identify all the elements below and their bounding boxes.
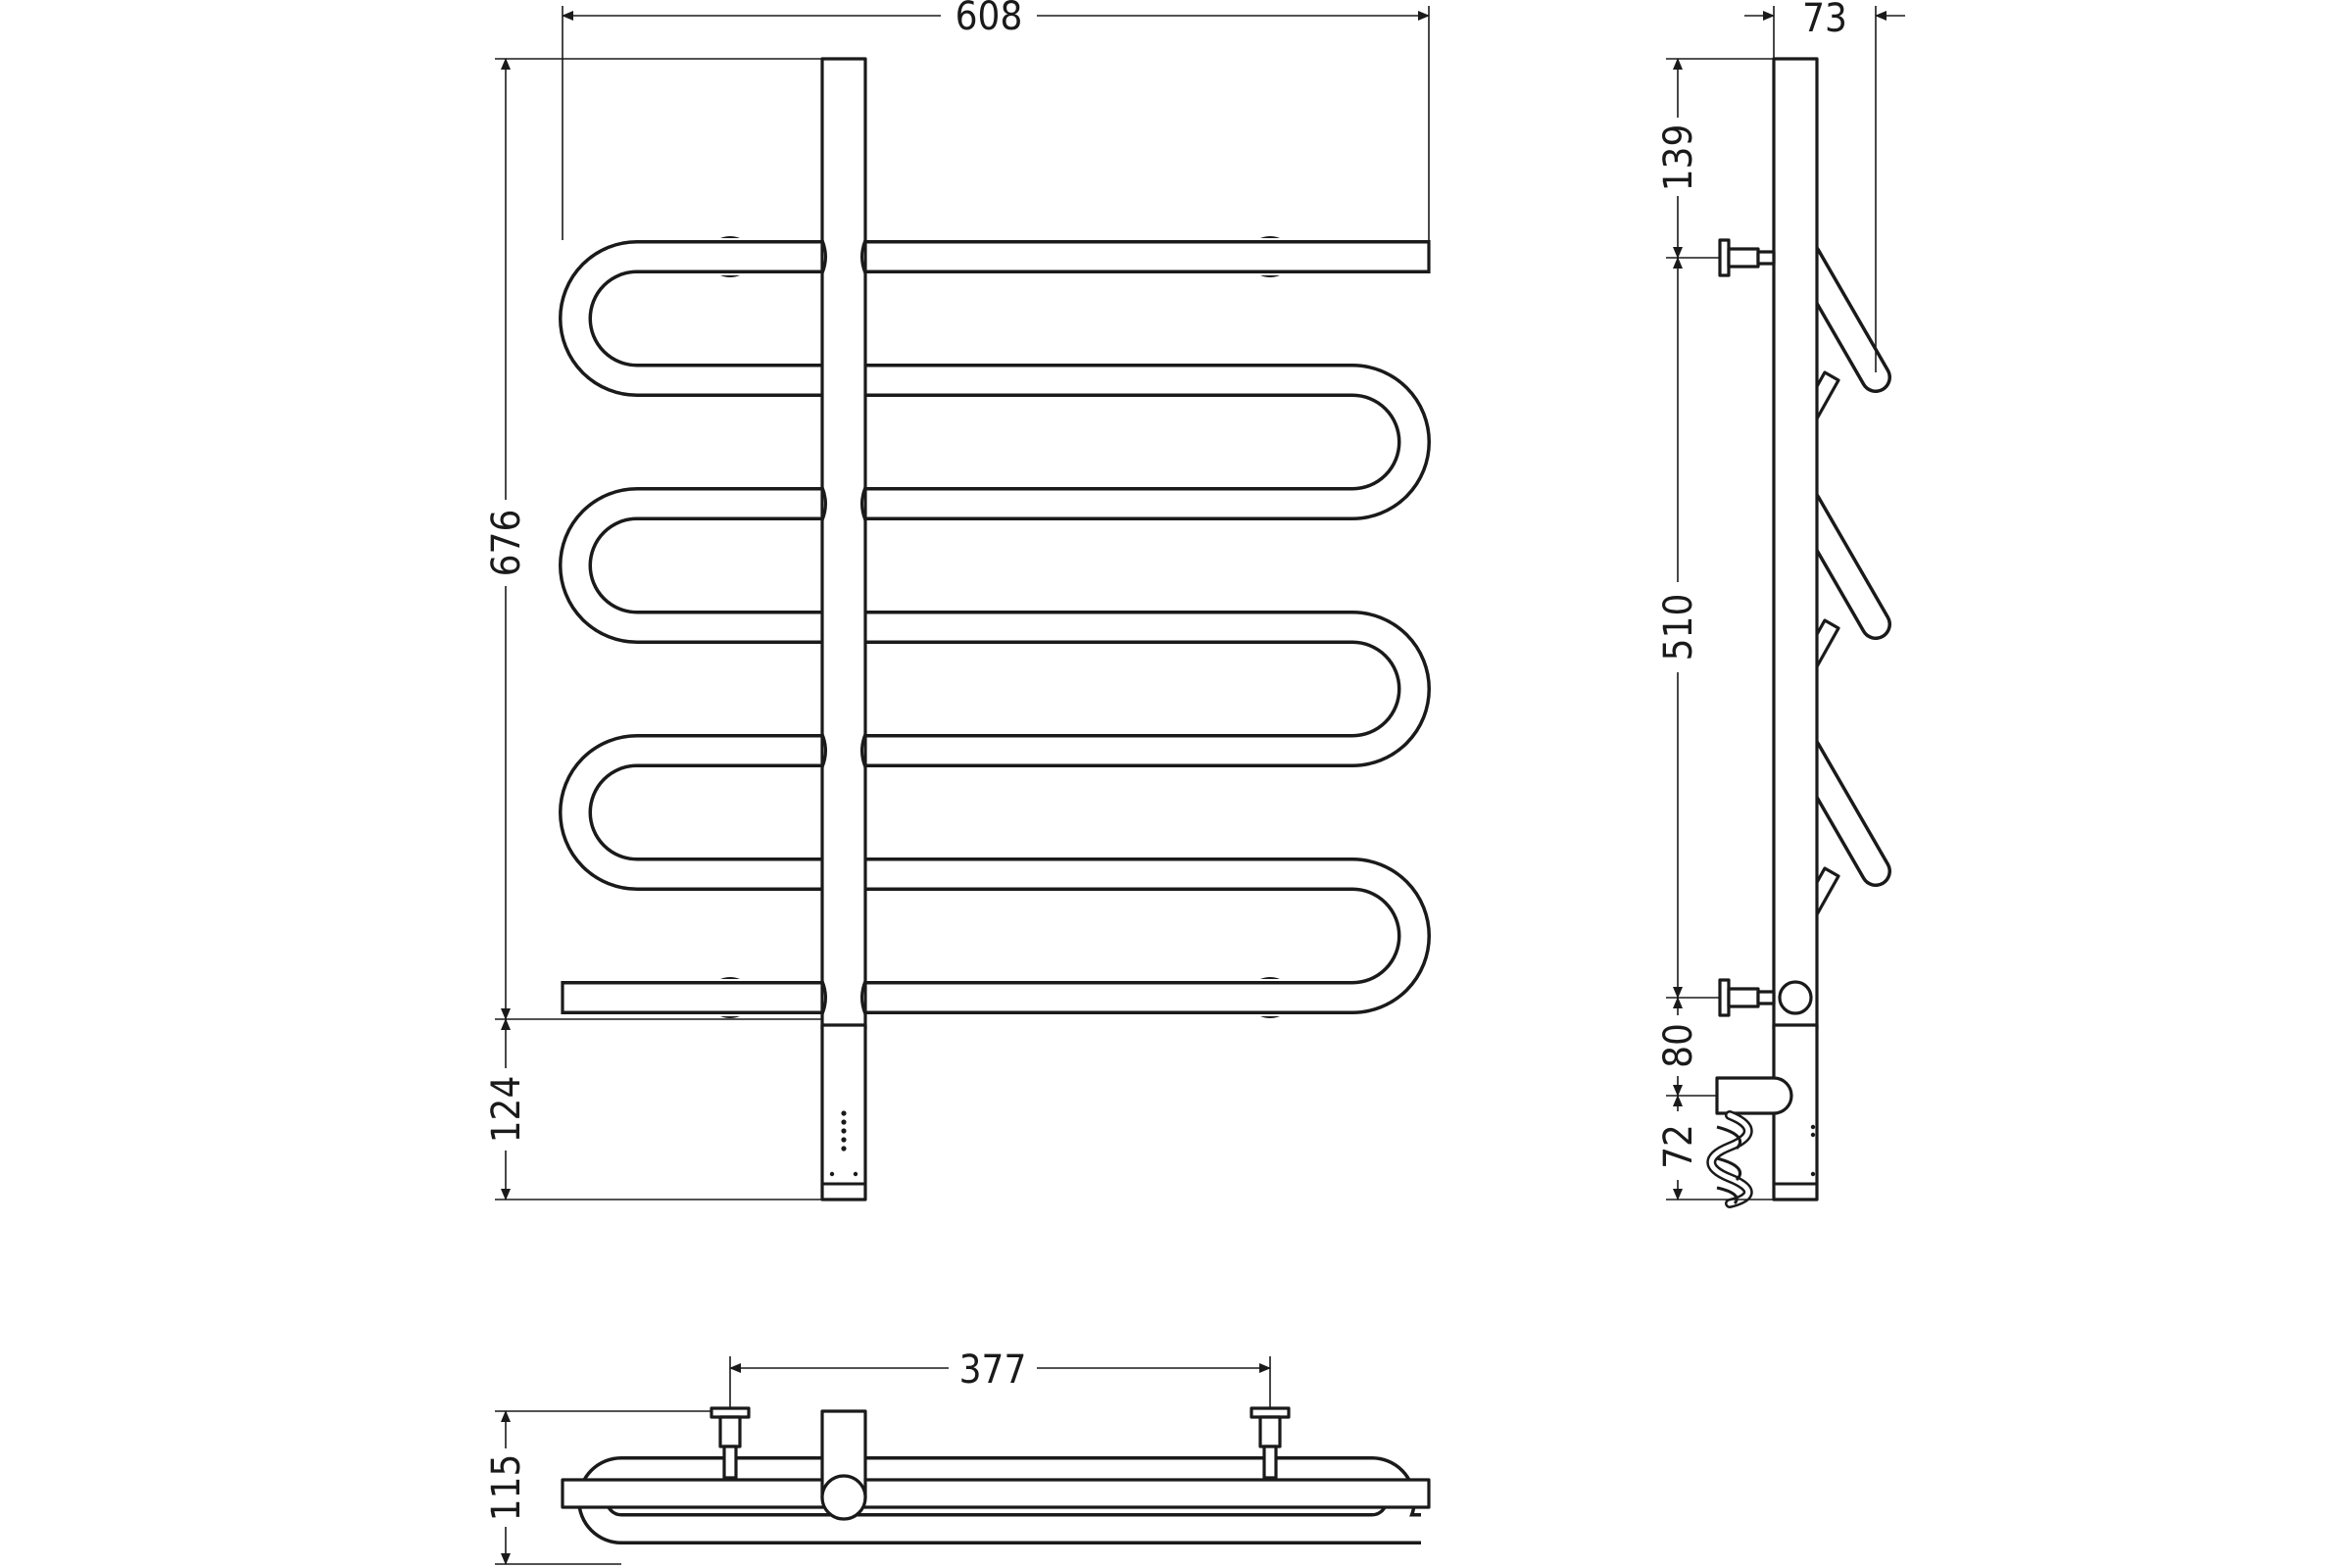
top-dimensions: 377 115 xyxy=(484,1348,1271,1565)
side-heater-dot xyxy=(1810,1132,1816,1138)
front-dimensions: 608 676 124 xyxy=(484,0,1430,1200)
side-collector xyxy=(1772,57,1819,1031)
dim-377: 377 xyxy=(959,1348,1027,1393)
side-view xyxy=(1706,57,1891,1208)
side-power-plug xyxy=(1715,1076,1793,1115)
dim-72: 72 xyxy=(1656,1124,1701,1169)
collector-joints xyxy=(820,239,867,1015)
dim-115: 115 xyxy=(484,1454,529,1522)
dim-height-676: 676 xyxy=(484,510,529,577)
vertical-collector xyxy=(820,57,867,1031)
front-view xyxy=(559,57,1431,1201)
dim-139: 139 xyxy=(1656,124,1701,192)
dim-depth-73: 73 xyxy=(1802,0,1847,41)
side-wall-mount-bottom xyxy=(1718,978,1776,1017)
top-view xyxy=(561,1406,1431,1544)
side-coiled-cable xyxy=(1706,1110,1753,1208)
dim-80: 80 xyxy=(1656,1023,1701,1068)
dim-width-608: 608 xyxy=(956,0,1023,39)
heater-indicator-dots xyxy=(829,1110,858,1177)
serpentine-tube-fill xyxy=(562,243,1429,1011)
side-dimensions: 73 139 510 80 72 xyxy=(1656,0,1905,1200)
front-mount-hints xyxy=(720,236,1280,1018)
side-tube-end-circle xyxy=(1778,980,1813,1015)
dim-510: 510 xyxy=(1656,594,1701,662)
dim-height-124: 124 xyxy=(484,1076,529,1144)
top-mount-right xyxy=(1250,1406,1291,1480)
top-collector-circle xyxy=(820,1474,867,1521)
top-loop-tube-fill xyxy=(580,1459,1421,1542)
side-heater-dot xyxy=(1810,1124,1816,1130)
top-flat-bar xyxy=(561,1478,1431,1509)
top-mount-left xyxy=(710,1406,751,1480)
side-heater-dot xyxy=(1810,1171,1816,1177)
side-wall-mount-top xyxy=(1718,238,1776,277)
